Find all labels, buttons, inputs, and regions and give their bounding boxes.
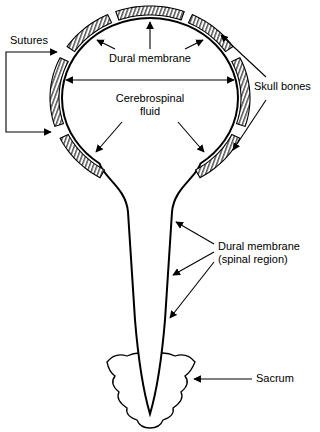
- skull-bones: [50, 6, 250, 178]
- leader-arrow: [149, 22, 150, 49]
- skull-bone: [232, 58, 250, 127]
- skull-bone: [196, 134, 240, 177]
- skull-bone: [60, 134, 104, 177]
- skull-bone: [116, 6, 184, 20]
- leader-arrow: [173, 252, 214, 275]
- part-label: Dural membrane (spinal region): [218, 240, 312, 266]
- part-label: Cerebrospinal fluid: [108, 92, 192, 118]
- leader-arrow: [96, 122, 122, 152]
- leader-arrow: [66, 79, 234, 80]
- skull-bone: [50, 58, 68, 127]
- leader-arrow: [6, 52, 57, 132]
- part-label: Dural membrane: [109, 52, 191, 65]
- leader-arrow: [221, 35, 266, 77]
- leader-arrow: [185, 40, 203, 49]
- leader-arrows: [6, 22, 266, 379]
- part-label: Skull bones: [254, 80, 311, 93]
- skull-bone: [188, 15, 232, 52]
- part-label: Sacrum: [256, 372, 294, 385]
- leader-arrow: [194, 378, 252, 379]
- leader-arrow: [176, 222, 214, 244]
- dural-membrane: [62, 18, 238, 414]
- leader-arrow: [170, 262, 214, 318]
- leader-arrow: [233, 100, 266, 150]
- skull-bone: [67, 15, 111, 52]
- leader-arrow: [178, 122, 204, 152]
- part-label: Sutures: [10, 34, 48, 47]
- leader-arrow: [97, 40, 115, 49]
